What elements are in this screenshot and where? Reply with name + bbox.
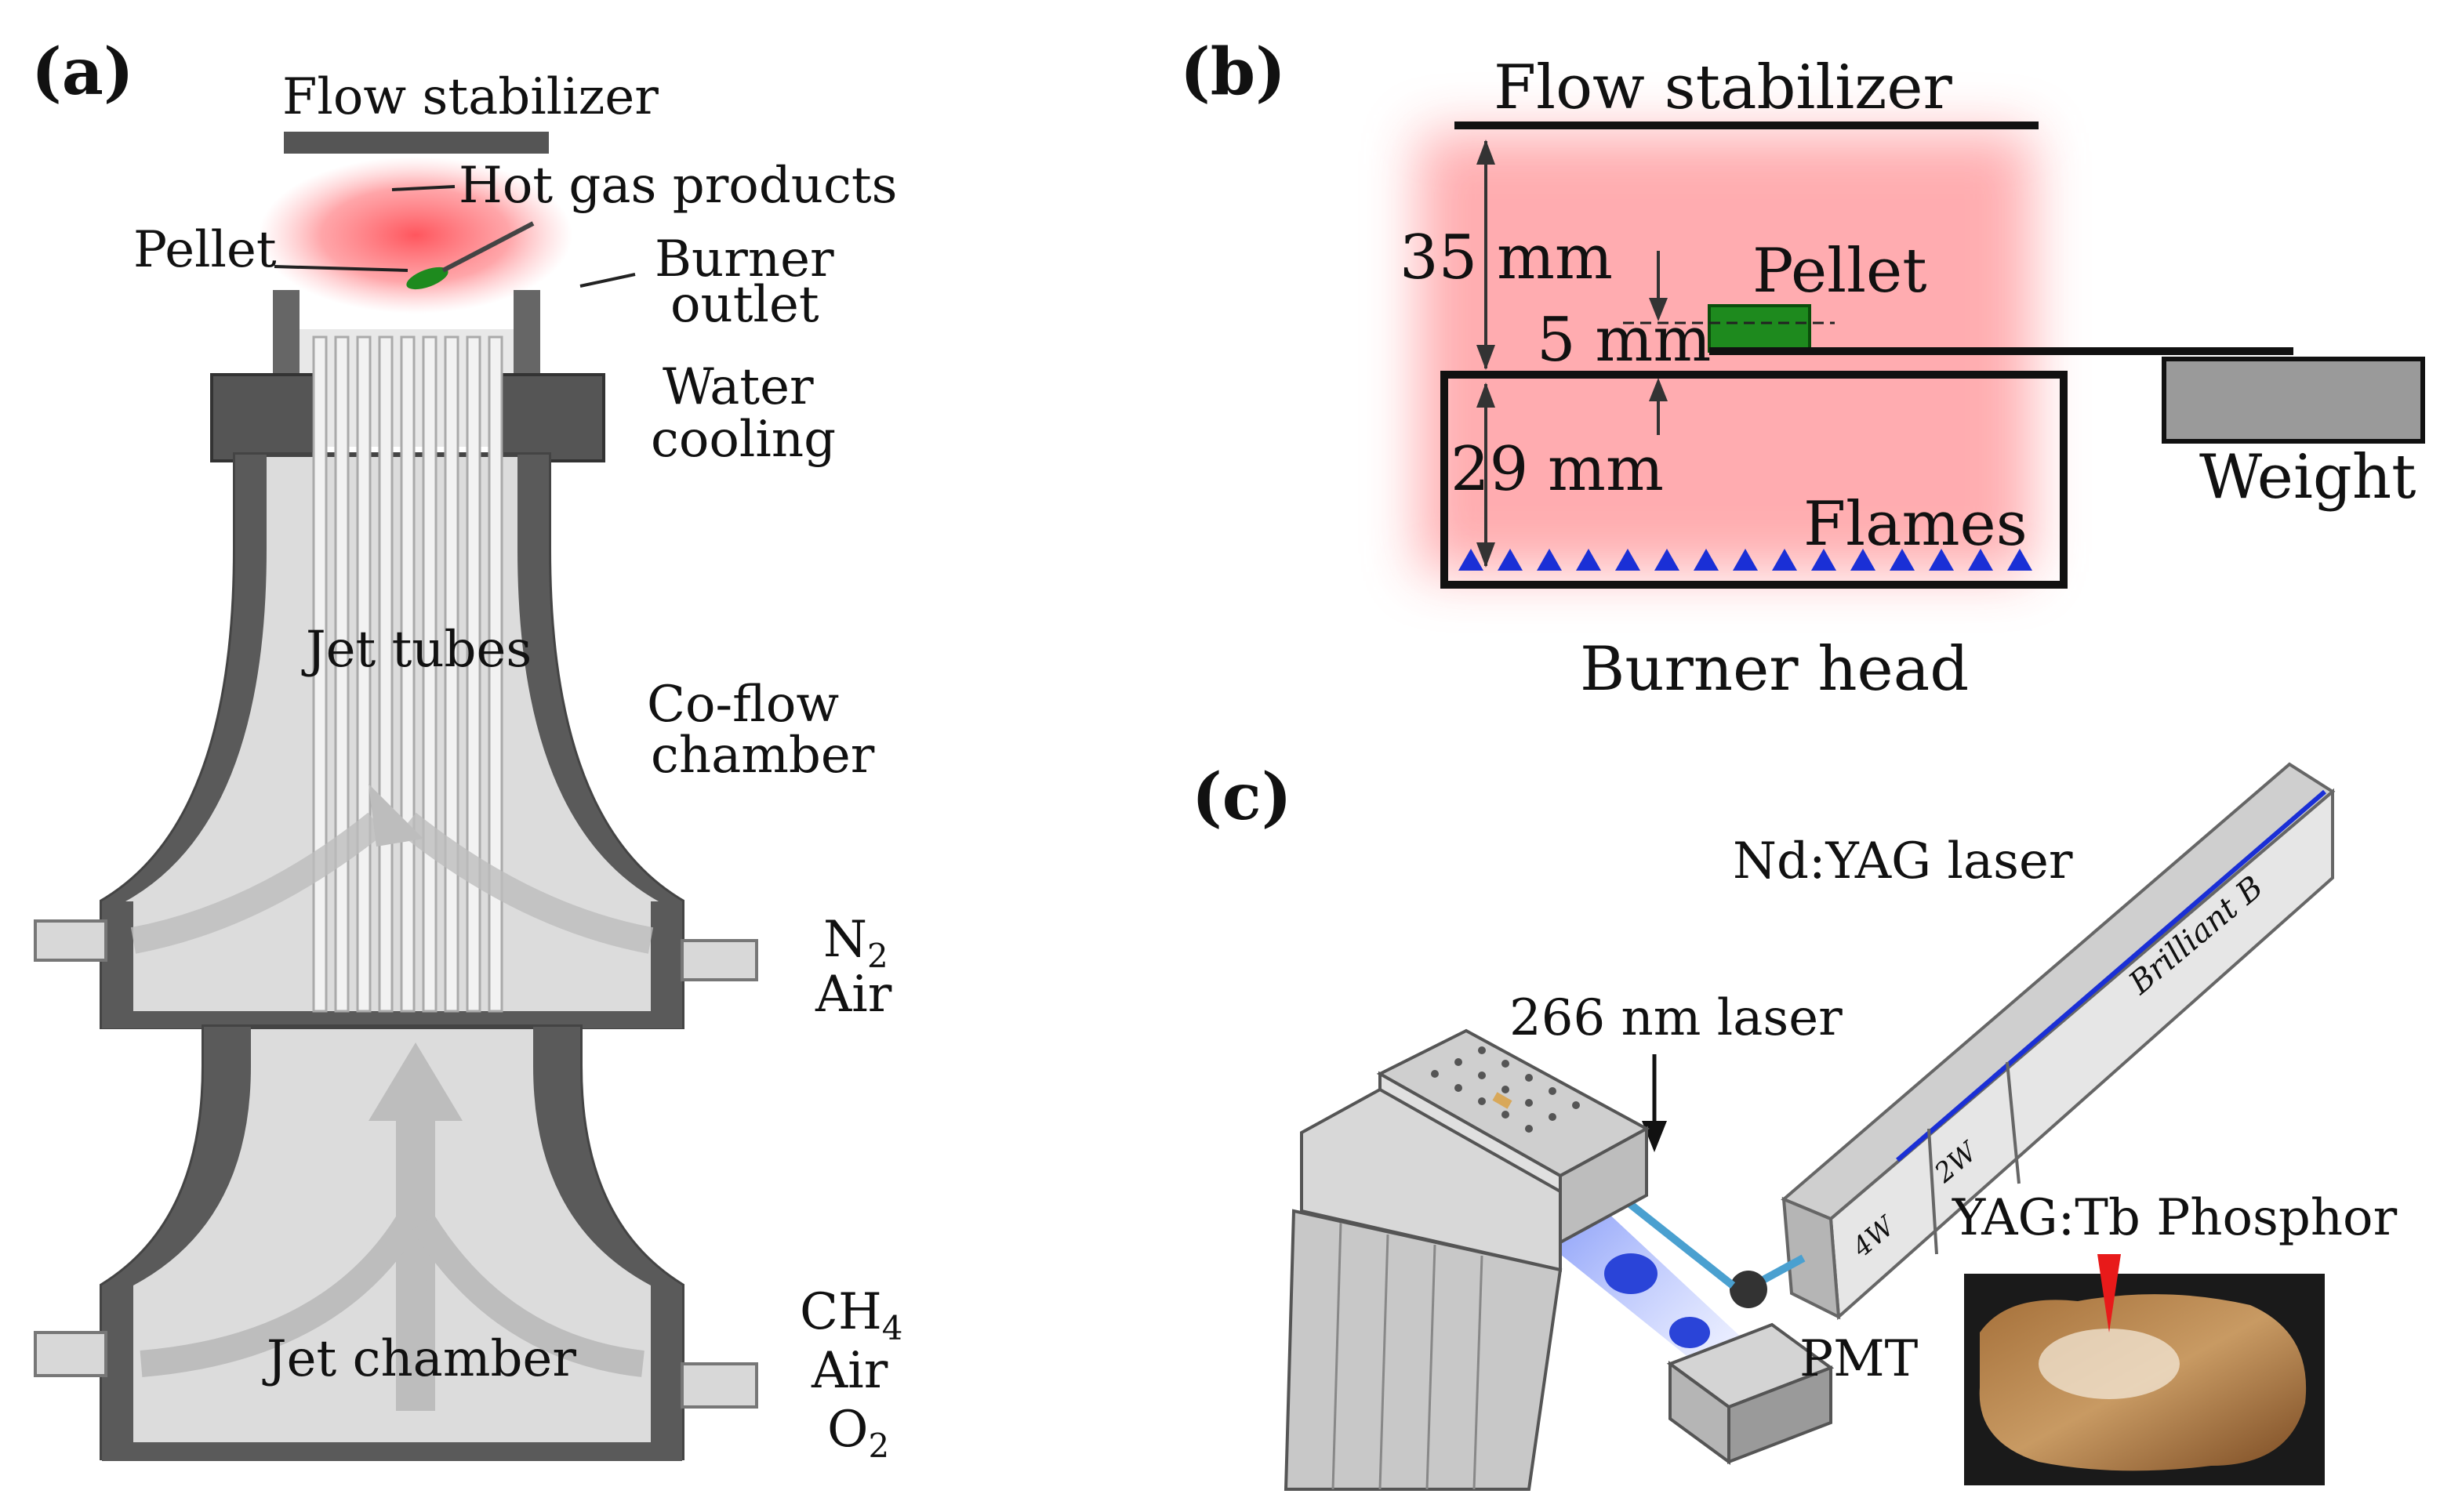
pellet-c xyxy=(1492,1092,1512,1109)
coflow-chamber-label-2: chamber xyxy=(651,727,875,785)
burner-head-label: Burner head xyxy=(1580,634,1969,705)
burner-base-fins xyxy=(1331,1222,1483,1490)
jet-arrow-right xyxy=(412,1215,644,1377)
pmt-label: PMT xyxy=(1799,1330,1919,1388)
dim-5-top-head xyxy=(1649,298,1668,321)
flow-stabilizer-plate xyxy=(284,132,549,154)
water-cooling-label-2: cooling xyxy=(651,411,836,469)
laser-266-label: 266 nm laser xyxy=(1509,989,1843,1047)
weight-label: Weight xyxy=(2199,442,2416,513)
pellet-label-a: Pellet xyxy=(133,221,277,279)
coflow-right-wall xyxy=(517,455,682,901)
panel-a: (a) Flow stabilizer Hot gas products Pel… xyxy=(31,34,903,1465)
jet-arrow-up-head xyxy=(369,1042,463,1121)
dim-35-arrow-top xyxy=(1476,140,1495,165)
pmt-side xyxy=(1727,1365,1832,1464)
burner-collar-c xyxy=(1300,1087,1562,1272)
pellet-b xyxy=(1708,304,1811,353)
coflow-inlet-right xyxy=(681,939,758,981)
jet-chamber-right-base xyxy=(651,1285,682,1458)
coflow-arrow-head xyxy=(369,784,423,847)
jet-inlet-o2-label: O2 xyxy=(827,1401,889,1465)
flow-stabilizer-label: Flow stabilizer xyxy=(282,68,659,126)
dim-29-label: 29 mm xyxy=(1451,434,1664,505)
beam-laser-to-mirror xyxy=(1758,1254,1806,1285)
jet-arrow-left xyxy=(140,1215,419,1377)
panel-c-label: (c) xyxy=(1192,760,1292,835)
jet-chamber-right-wall xyxy=(533,1027,682,1285)
coflow-bottom-wall xyxy=(102,1011,682,1028)
panel-c: (c) 4W 2W Brilliant B Nd:YAG laser 266 n… xyxy=(1192,760,2398,1491)
jet-chamber-label: Jet chamber xyxy=(262,1330,576,1388)
pellet-a xyxy=(406,267,448,290)
coflow-arrow-right xyxy=(399,812,654,954)
coflow-right-base-wall xyxy=(651,901,682,1027)
hot-gas-arrow xyxy=(391,185,456,191)
burner-jet-grid xyxy=(1431,1046,1580,1133)
coflow-inlet-n2-label: N2 xyxy=(823,911,888,975)
weight-block xyxy=(2162,357,2425,444)
panel-b: (b) Flow stabilizer 35 mm 5 mm Pellet We… xyxy=(1180,34,2425,705)
lens-2 xyxy=(1669,1317,1710,1348)
dim-29-arrow-top xyxy=(1476,383,1495,408)
coflow-arrow-left xyxy=(130,812,385,954)
dim-5-label: 5 mm xyxy=(1537,305,1711,375)
lens-1 xyxy=(1604,1253,1658,1294)
phosphor-label: YAG:Tb Phosphor xyxy=(1952,1189,2398,1247)
laser-stripe xyxy=(1896,789,2326,1162)
burner-outlet-label-1: Burner xyxy=(655,230,834,288)
water-cooling-left xyxy=(210,373,315,462)
laser-module-divider-2 xyxy=(2006,1061,2021,1184)
phosphor-red-arrow xyxy=(2097,1254,2121,1333)
jet-inlet-air-label: Air xyxy=(811,1342,888,1400)
panel-a-label: (a) xyxy=(31,34,134,110)
dim-35-arrow-bottom xyxy=(1476,345,1495,370)
coflow-chamber-label-1: Co-flow xyxy=(647,676,839,734)
burner-base-c xyxy=(1284,1209,1563,1491)
phosphor-bright-spot xyxy=(2039,1329,2180,1399)
coflow-left-wall xyxy=(102,455,267,901)
flow-stabilizer-label-b: Flow stabilizer xyxy=(1494,53,1952,123)
flames-label: Flames xyxy=(1803,489,2028,560)
flame-triangles xyxy=(1458,549,2032,571)
dim-5-bottom-head xyxy=(1649,378,1668,401)
pellet-label-b: Pellet xyxy=(1752,236,1927,306)
laser-module-divider-1 xyxy=(1927,1128,1938,1255)
panel-b-label: (b) xyxy=(1180,34,1286,110)
dim-29-arrow-bottom xyxy=(1476,542,1495,567)
mirror xyxy=(1730,1271,1767,1308)
water-cooling-right xyxy=(500,373,605,462)
jet-inlet-right xyxy=(681,1362,758,1409)
coflow-inlet-left xyxy=(34,919,107,962)
ndyag-label: Nd:YAG laser xyxy=(1733,832,2073,890)
jet-chamber-left-wall xyxy=(102,1027,251,1285)
burner-outlet-arrow xyxy=(579,273,636,288)
burner-outlet-label-2: outlet xyxy=(670,276,819,334)
jet-inlet-left xyxy=(34,1331,107,1377)
hot-gas-label: Hot gas products xyxy=(459,157,897,215)
pellet-arrow-a xyxy=(274,265,408,272)
jet-chamber-bottom-wall xyxy=(102,1442,682,1461)
pellet-holder-rod xyxy=(441,221,535,273)
burner-head-box xyxy=(1440,371,2068,589)
jet-tubes-label: Jet tubes xyxy=(301,621,532,679)
jet-inlet-ch4-label: CH4 xyxy=(800,1283,903,1347)
coflow-inlet-air-label: Air xyxy=(815,966,892,1024)
water-cooling-label-1: Water xyxy=(663,358,814,416)
dim-35-label: 35 mm xyxy=(1400,223,1613,293)
